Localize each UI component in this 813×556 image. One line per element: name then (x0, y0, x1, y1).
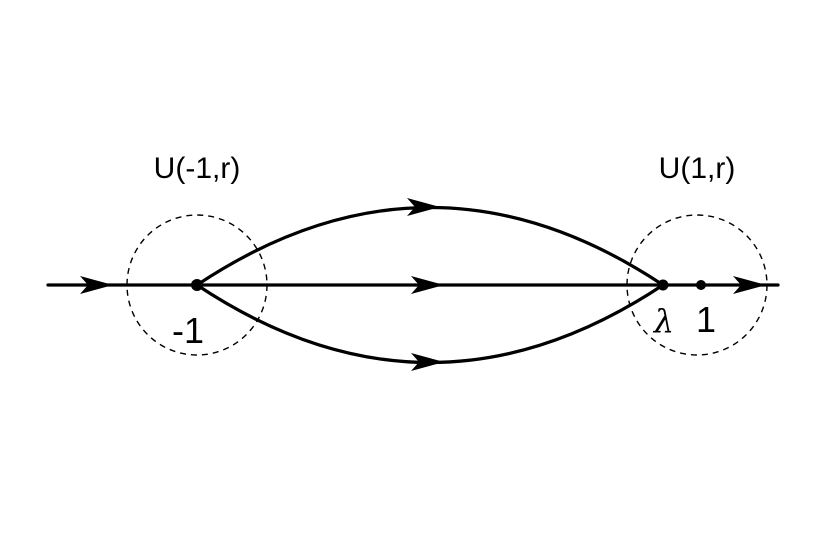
point-one-dot (696, 280, 706, 290)
arrowhead-lower-arc (411, 353, 444, 371)
label-point-lambda: λ (652, 302, 674, 340)
arrowhead-axis-middle (411, 276, 444, 294)
lower-arc-path (195, 283, 665, 364)
upper-arc-path (195, 206, 665, 287)
point-minus-one-dot (191, 279, 203, 291)
point-lambda-dot (657, 279, 669, 291)
label-point-one: 1 (696, 299, 716, 340)
arrowhead-axis-right (733, 276, 766, 294)
label-right-neighborhood: U(1,r) (659, 152, 736, 185)
label-left-neighborhood: U(-1,r) (154, 152, 241, 185)
label-point-minus-one: -1 (172, 310, 204, 351)
arrowhead-axis-left (80, 276, 113, 294)
arrowhead-upper-arc (407, 198, 440, 216)
